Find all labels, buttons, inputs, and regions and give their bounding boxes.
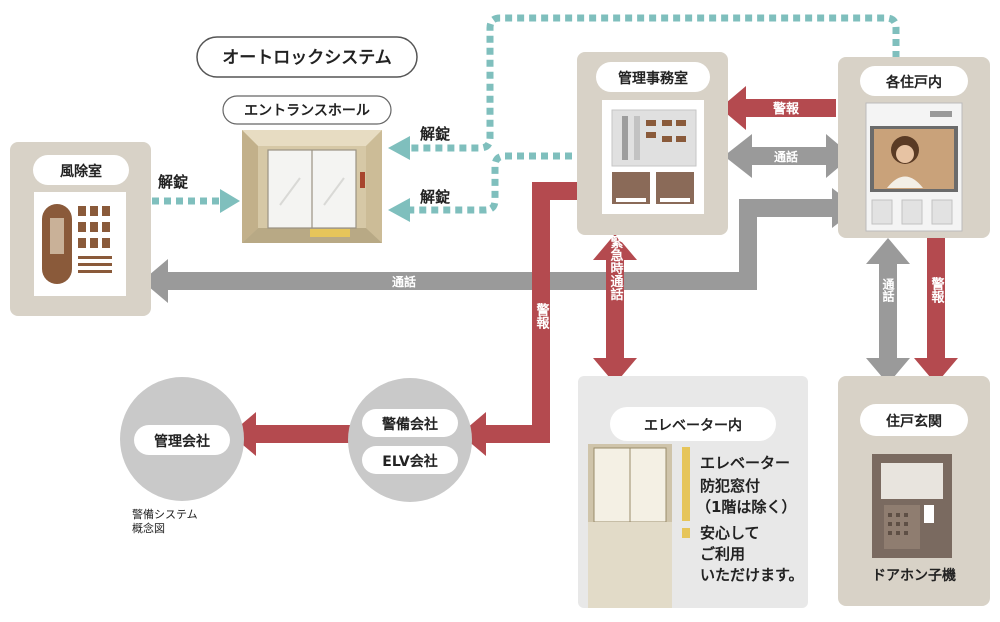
elevator-note-line4: 安心して — [700, 524, 760, 542]
alarm-path-to-mgmt — [250, 425, 358, 443]
elv-company-label: ELV会社 — [382, 453, 437, 470]
management-office-label: 管理事務室 — [618, 70, 688, 87]
management-office: 管理事務室 — [577, 52, 728, 235]
elevator-interior: エレベーター内 エレベーター 防犯窓付 （1階は除く） 安心して ご利用 いただ… — [578, 376, 808, 608]
unit-interior-label: 各住戸内 — [885, 74, 942, 91]
alarm-vertical-label: 警報 — [534, 302, 550, 330]
emergency-arrowhead-up — [593, 234, 637, 260]
unit-interior: 各住戸内 — [838, 57, 990, 238]
unit-entrance-label: 住戸玄関 — [886, 413, 942, 430]
unlock-arrowhead-windbreak — [220, 189, 240, 213]
alarm-arrowhead-right — [914, 358, 958, 384]
intercom-monitor-icon — [870, 111, 958, 225]
intercom-arrowhead-top-left — [724, 134, 752, 178]
door-subunit-icon — [872, 454, 952, 558]
autolock-system-label: オートロックシステム — [196, 36, 418, 78]
elevator-note-line5: ご利用 — [700, 545, 745, 563]
unlock-path-top — [410, 14, 900, 152]
alarm-path-office-to-security — [480, 182, 598, 443]
unlock-arrowhead-top — [388, 136, 410, 160]
security-company-label: 警備会社 — [382, 416, 438, 433]
unlock-path-bottom — [410, 152, 572, 214]
alarm-top-label: 警報 — [773, 101, 800, 117]
door-subunit-label: ドアホン子機 — [872, 567, 956, 584]
elevator-note-line3: （1階は除く） — [696, 498, 796, 516]
emergency-arrowhead-down — [593, 358, 637, 384]
management-company: 管理会社 — [120, 377, 244, 501]
alarm-paths — [230, 86, 958, 456]
intercom-path-top — [748, 147, 830, 165]
elevator-note-line2: 防犯窓付 — [700, 477, 760, 495]
caption-line2: 概念図 — [132, 521, 165, 535]
autolock-system-text: オートロックシステム — [222, 48, 392, 68]
entrance-door-illustration — [242, 130, 382, 243]
alarm-right-label: 警報 — [929, 276, 945, 304]
management-company-label: 管理会社 — [154, 433, 210, 450]
unlock-arrowheads — [220, 136, 410, 222]
security-elv-company: 警備会社 ELV会社 — [348, 378, 472, 502]
windbreak-room-label: 風除室 — [60, 163, 102, 180]
intercom-path-vertical — [879, 262, 897, 362]
emergency-path — [606, 258, 624, 360]
elevator-note-line6: いただけます。 — [700, 566, 804, 584]
unlock-top-label: 解錠 — [420, 125, 450, 143]
entrance-hall: エントランスホール — [222, 95, 392, 243]
elevator-note-line1: エレベーター — [700, 454, 790, 472]
elevator-interior-label: エレベーター内 — [644, 417, 742, 434]
caption-line1: 警備システム — [132, 507, 198, 521]
emergency-call-label: 緊急時通話 — [608, 235, 624, 302]
unlock-windbreak-label: 解錠 — [158, 173, 188, 191]
entrance-panel-icon — [42, 204, 112, 284]
alarm-path-top — [742, 99, 836, 117]
intercom-vertical-label: 通話 — [881, 277, 895, 303]
control-panel-icon — [611, 109, 697, 204]
alarm-arrowhead-security — [460, 412, 486, 456]
intercom-top-label: 通話 — [774, 149, 798, 164]
intercom-long-label: 通話 — [392, 274, 416, 289]
unlock-arrowhead-bottom — [388, 198, 410, 222]
intercom-arrowhead-vertical-up — [866, 238, 910, 264]
intercom-arrowhead-windbreak — [142, 259, 168, 303]
unit-entrance: 住戸玄関 ドアホン子機 — [838, 376, 990, 606]
windbreak-room: 風除室 — [10, 142, 151, 316]
entrance-hall-label: エントランスホール — [244, 103, 370, 119]
alarm-arrowhead-top — [720, 86, 746, 130]
elevator-door-icon — [588, 444, 690, 608]
intercom-path-long — [165, 199, 838, 290]
intercom-arrowhead-vertical-down — [866, 358, 910, 384]
unlock-paths — [152, 14, 900, 214]
unlock-bottom-label: 解錠 — [420, 188, 450, 206]
alarm-path-right — [927, 236, 945, 362]
